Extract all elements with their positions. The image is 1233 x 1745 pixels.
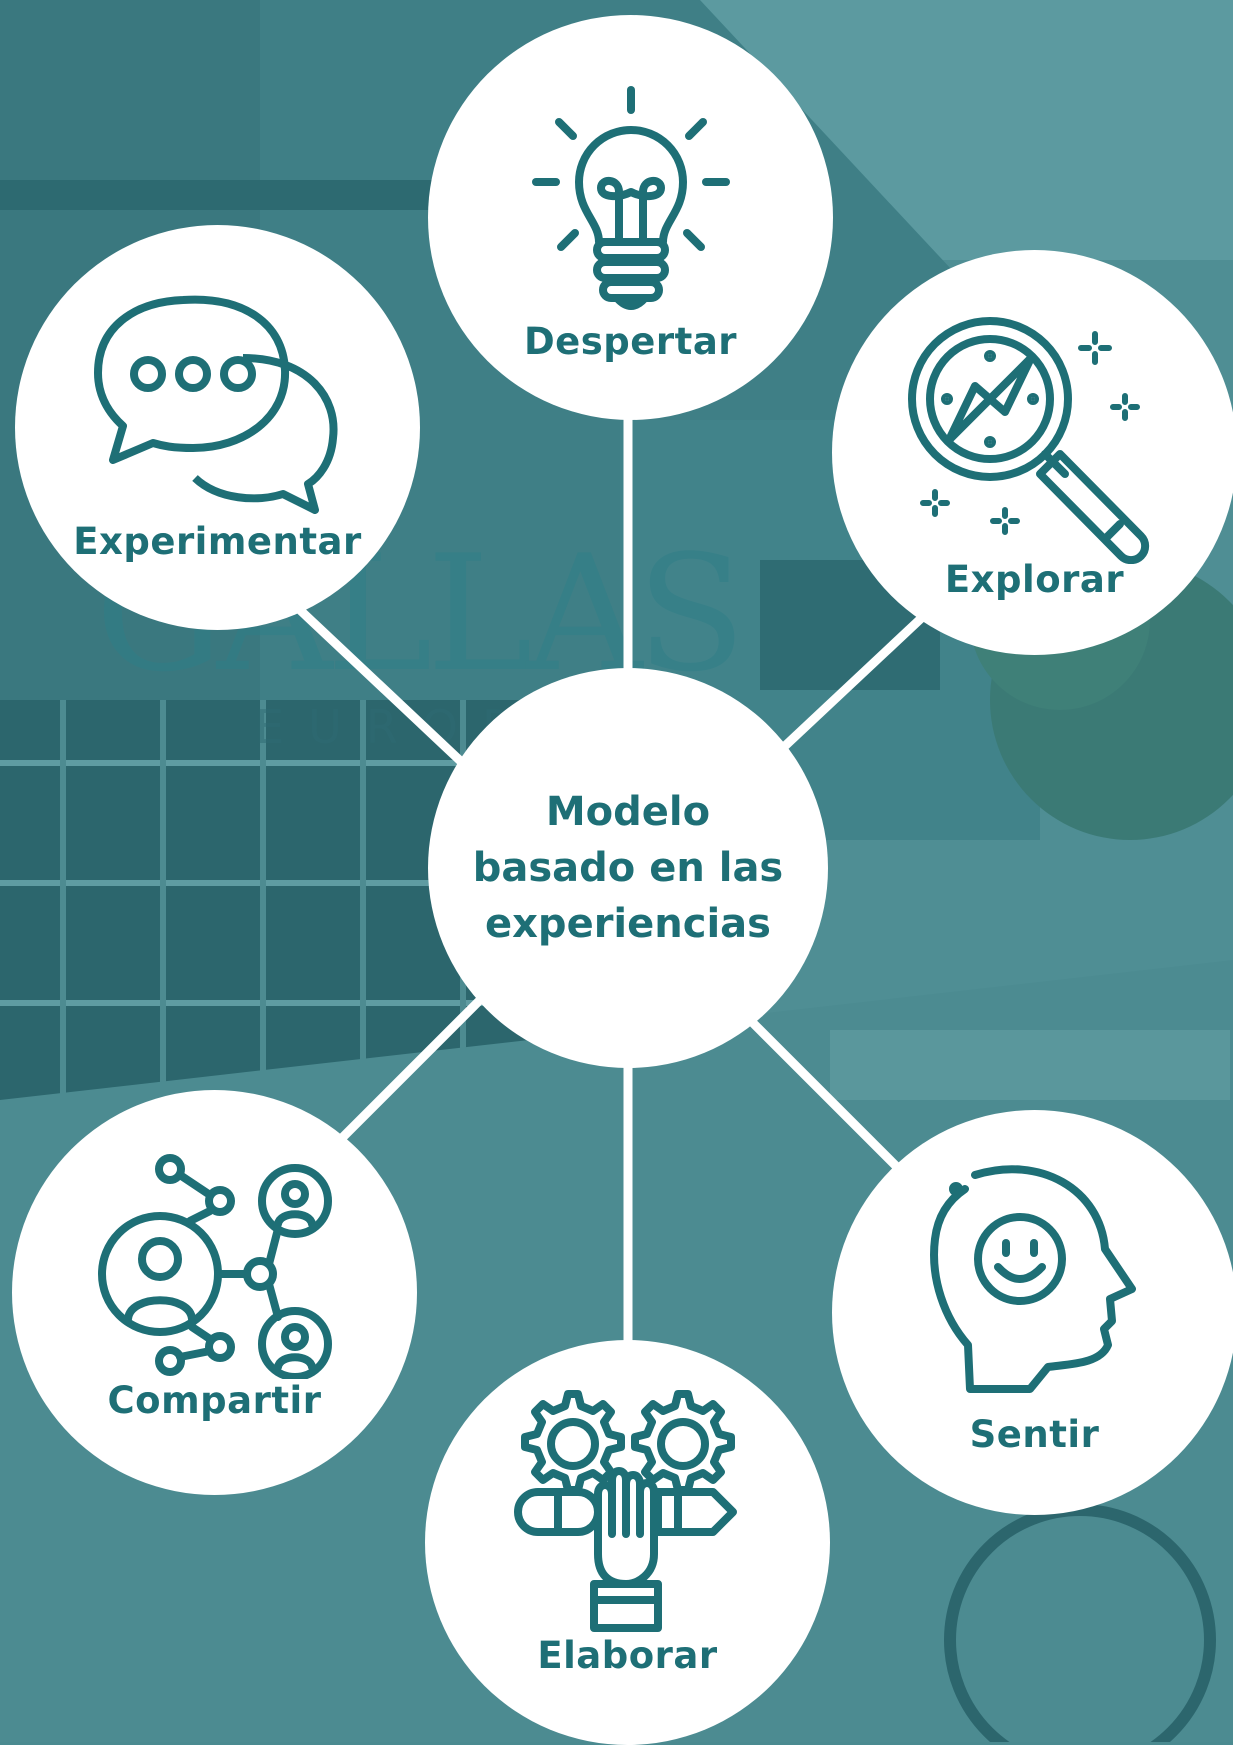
hand-gears-icon [513, 1389, 737, 1632]
center-line-3: experiencias [485, 901, 771, 947]
network-people-icon [97, 1153, 332, 1379]
node-label: Experimentar [73, 519, 362, 563]
center-line-1: Modelo [545, 789, 711, 835]
connector-experimentar [296, 606, 474, 774]
magnifier-compass-icon [907, 317, 1149, 564]
node-label: Explorar [944, 558, 1125, 601]
center-node: Modelo basado en las experiencias [428, 668, 828, 1068]
node-label: Compartir [107, 1378, 322, 1422]
node-label: Sentir [969, 1413, 1100, 1456]
node-elaborar: Elaborar [425, 1340, 830, 1745]
node-label: Elaborar [537, 1633, 718, 1677]
node-despertar: Despertar [428, 15, 833, 420]
lightbulb-icon [531, 86, 730, 310]
chat-bubbles-icon [93, 295, 338, 514]
node-sentir: Sentir [832, 1110, 1233, 1515]
node-explorar: Explorar [832, 250, 1233, 655]
happy-head-icon [929, 1165, 1136, 1393]
connector-explorar [766, 606, 934, 764]
node-compartir: Compartir [12, 1090, 417, 1495]
connector-sentir [746, 1016, 914, 1184]
node-label: Despertar [523, 320, 738, 363]
connector-compartir [326, 996, 484, 1154]
node-experimentar: Experimentar [15, 225, 420, 630]
center-title: Modelo basado en las experiencias [473, 784, 784, 952]
center-line-2: basado en las [472, 845, 784, 891]
